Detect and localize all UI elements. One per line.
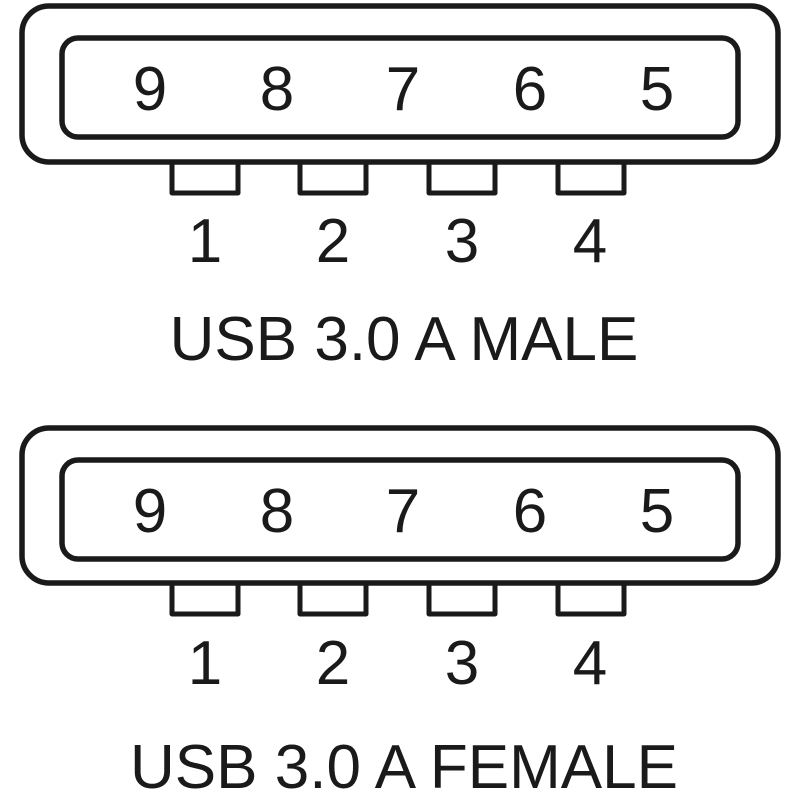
pin-tab-1-female xyxy=(169,579,241,617)
pin-label-5-female: 5 xyxy=(640,477,674,546)
pin-label-4-male: 4 xyxy=(573,207,607,276)
pin-label-6-male: 6 xyxy=(513,55,547,124)
pin-tab-1-male xyxy=(169,158,241,196)
pin-label-6-female: 6 xyxy=(513,477,547,546)
pin-tab-4-female xyxy=(555,579,627,617)
connector-usb30-a-male: 9 8 7 6 5 1 2 3 4 USB 3.0 A MALE xyxy=(19,3,781,374)
caption-usb30-a-female: USB 3.0 A FEMALE xyxy=(130,733,678,800)
pin-tab-group-male xyxy=(169,158,627,196)
pin-label-1-female: 1 xyxy=(188,629,222,698)
pin-tab-3-female xyxy=(426,579,498,617)
pin-label-7-female: 7 xyxy=(386,477,420,546)
pin-label-3-female: 3 xyxy=(445,629,479,698)
pin-tab-3-male xyxy=(426,158,498,196)
pin-label-3-male: 3 xyxy=(445,207,479,276)
caption-usb30-a-male: USB 3.0 A MALE xyxy=(170,305,639,374)
pin-label-7-male: 7 xyxy=(386,55,420,124)
pin-label-5-male: 5 xyxy=(640,55,674,124)
pin-label-8-male: 8 xyxy=(260,55,294,124)
connector-usb30-a-female: 9 8 7 6 5 1 2 3 4 USB 3.0 A FEMALE xyxy=(19,425,781,800)
pin-tab-2-female xyxy=(297,579,369,617)
pin-tab-2-male xyxy=(297,158,369,196)
connector-cavity-female xyxy=(59,457,741,562)
connector-cavity-male xyxy=(59,35,741,140)
pin-tab-4-male xyxy=(555,158,627,196)
pin-label-2-female: 2 xyxy=(316,629,350,698)
pin-label-9-female: 9 xyxy=(133,477,167,546)
pin-label-4-female: 4 xyxy=(573,629,607,698)
pin-tab-group-female xyxy=(169,579,627,617)
pin-label-2-male: 2 xyxy=(316,207,350,276)
pin-label-8-female: 8 xyxy=(260,477,294,546)
pin-label-1-male: 1 xyxy=(188,207,222,276)
pin-label-9-male: 9 xyxy=(133,55,167,124)
